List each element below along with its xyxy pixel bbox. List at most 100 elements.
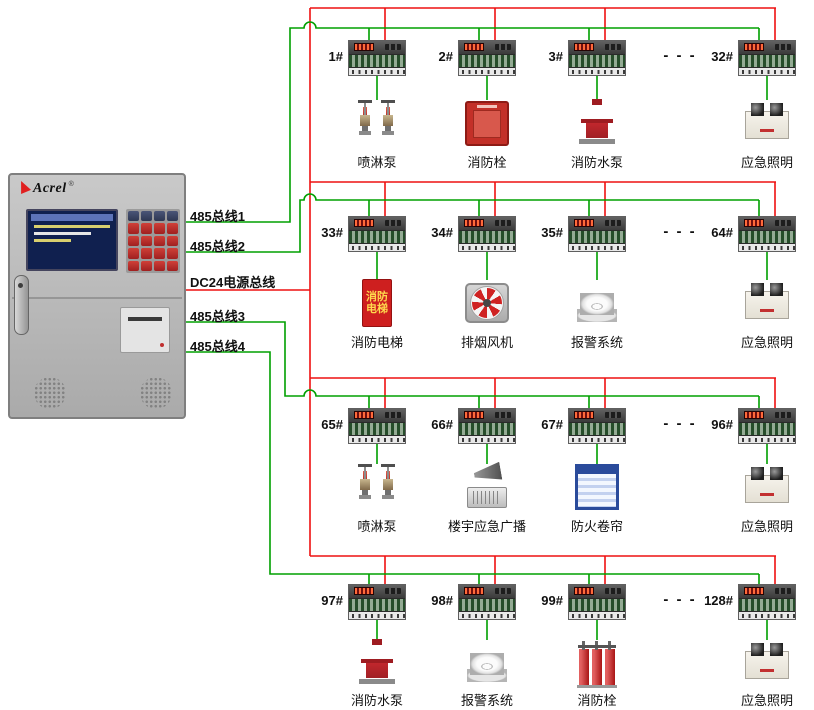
module-terminals xyxy=(459,422,515,436)
emergency-light-icon xyxy=(743,636,791,690)
module-buttons xyxy=(605,588,621,594)
panel-key xyxy=(167,211,178,222)
elev-sign: 消防电梯 xyxy=(362,279,392,327)
module-number: 64# xyxy=(711,225,733,240)
module-screws xyxy=(459,612,515,619)
module-screws xyxy=(349,436,405,443)
device-label: 喷淋泵 xyxy=(357,519,397,534)
bc-horn xyxy=(473,462,503,484)
device-label: 应急照明 xyxy=(740,519,793,534)
power-monitor-module xyxy=(568,584,626,620)
printer-slot xyxy=(128,317,162,321)
module-terminals xyxy=(739,54,795,68)
panel-door-seam xyxy=(12,297,182,299)
module-screws xyxy=(569,612,625,619)
panel-key xyxy=(128,260,139,271)
bus-label-485-1: 485总线1 xyxy=(190,209,245,224)
panel-key xyxy=(154,211,165,222)
module-buttons xyxy=(605,44,621,50)
panel-key xyxy=(154,260,165,271)
module-terminals xyxy=(569,598,625,612)
module-buttons xyxy=(605,220,621,226)
panel-key xyxy=(167,260,178,271)
rs485-bus-line-4 xyxy=(186,351,768,640)
ellipsis: - - - xyxy=(663,47,697,64)
module-screws xyxy=(739,68,795,75)
module-terminals xyxy=(569,422,625,436)
panel-key xyxy=(141,248,152,259)
module-display xyxy=(464,587,484,595)
module-screws xyxy=(739,612,795,619)
module-number: 66# xyxy=(431,417,453,432)
module-number: 67# xyxy=(541,417,563,432)
module-display xyxy=(574,219,594,227)
module-number: 97# xyxy=(321,593,343,608)
module-number: 2# xyxy=(438,49,453,64)
module-front xyxy=(349,41,405,54)
module-front xyxy=(459,409,515,422)
module-display xyxy=(354,219,374,227)
emergency-light-icon xyxy=(743,460,791,514)
module-screws xyxy=(739,244,795,251)
pump xyxy=(573,96,621,150)
ellipsis: - - - xyxy=(663,223,697,240)
acrel-logo: Acrel ® xyxy=(20,181,74,197)
module-terminals xyxy=(349,230,405,244)
module-terminals xyxy=(349,54,405,68)
device-label: 消防电梯 xyxy=(350,335,403,350)
spk-head xyxy=(380,100,396,146)
device-label: 报警系统 xyxy=(460,693,513,708)
power-monitor-module xyxy=(348,216,406,252)
screen-text-line xyxy=(34,232,92,235)
cylinders-icon xyxy=(573,636,621,690)
module-front xyxy=(569,41,625,54)
module-front xyxy=(459,41,515,54)
acrel-logo-icon xyxy=(21,181,31,194)
module-front xyxy=(459,217,515,230)
device-label: 排烟风机 xyxy=(460,335,513,350)
hydrant-cab xyxy=(465,101,509,146)
spk-head xyxy=(357,100,373,146)
detector xyxy=(573,276,621,330)
module-buttons xyxy=(495,220,511,226)
module-number: 99# xyxy=(541,593,563,608)
panel-key xyxy=(154,248,165,259)
elev-text: 消防电梯 xyxy=(366,291,388,315)
device-label: 楼宇应急广播 xyxy=(447,519,526,534)
panel-lock-handle xyxy=(14,275,29,335)
module-terminals xyxy=(349,422,405,436)
power-monitor-module xyxy=(738,216,796,252)
module-buttons xyxy=(775,588,791,594)
module-buttons xyxy=(495,412,511,418)
module-display xyxy=(744,587,764,595)
smoke-detector-icon xyxy=(573,276,621,330)
fire-shutter-icon xyxy=(573,460,621,514)
module-terminals xyxy=(569,230,625,244)
module-number: 3# xyxy=(548,49,563,64)
module-buttons xyxy=(385,588,401,594)
power-monitor-module xyxy=(738,584,796,620)
fire-elevator-icon: 消防电梯 xyxy=(353,276,401,330)
module-display xyxy=(574,411,594,419)
device-label: 消防水泵 xyxy=(570,155,623,170)
screen-text-line xyxy=(34,239,71,242)
panel-key xyxy=(167,248,178,259)
fire-pump-icon xyxy=(573,96,621,150)
module-number: 96# xyxy=(711,417,733,432)
module-screws xyxy=(569,436,625,443)
power-monitor-module xyxy=(348,408,406,444)
module-screws xyxy=(459,244,515,251)
module-display xyxy=(354,587,374,595)
power-monitor-module xyxy=(458,40,516,76)
module-terminals xyxy=(739,598,795,612)
device-label: 消防水泵 xyxy=(350,693,403,708)
panel-printer xyxy=(120,307,170,353)
module-screws xyxy=(459,68,515,75)
module-screws xyxy=(349,68,405,75)
emlight xyxy=(743,460,791,514)
module-terminals xyxy=(459,598,515,612)
bus-label-dc24: DC24电源总线 xyxy=(190,275,276,290)
spk-head xyxy=(380,464,396,510)
